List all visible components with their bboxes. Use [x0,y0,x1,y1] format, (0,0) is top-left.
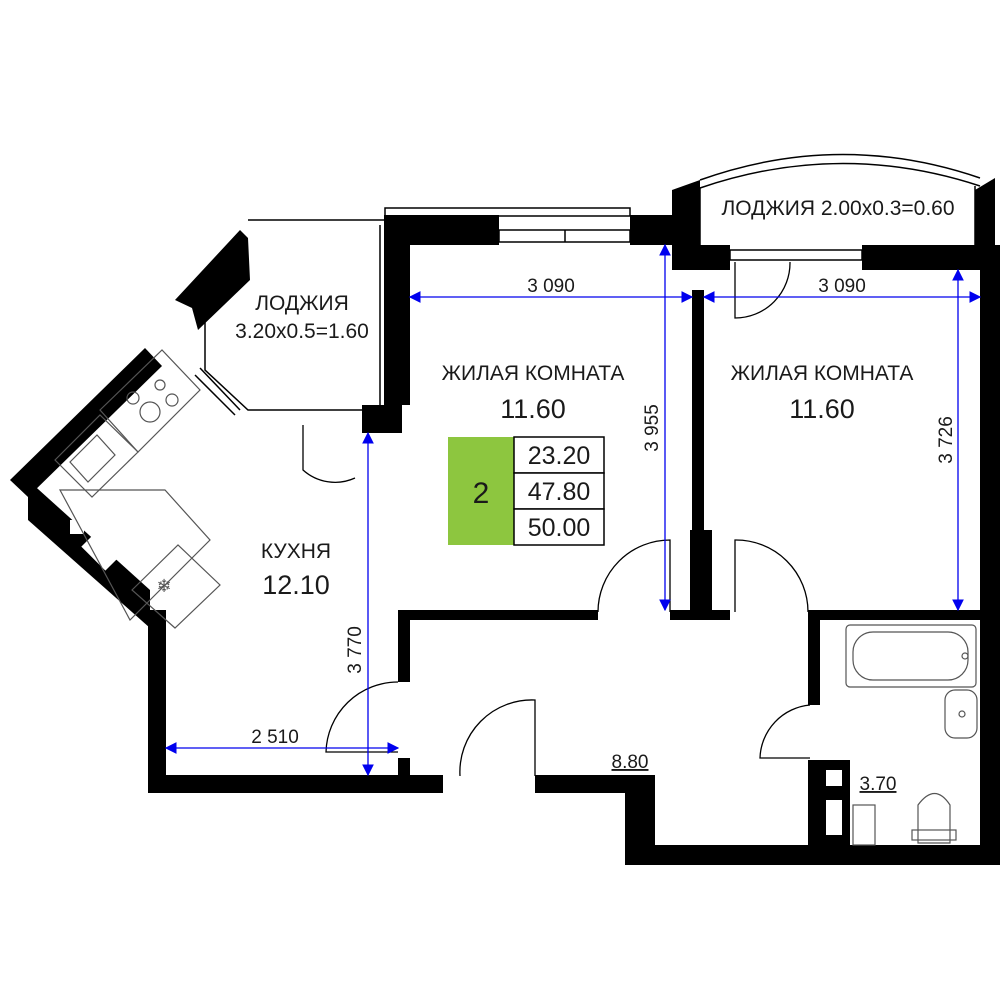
windows [194,153,981,416]
bathroom-left-wall-lower [808,760,820,860]
loggia-left-outer-wall [175,230,250,330]
bathroom-top-wall [808,610,983,620]
shaft-opening [70,520,84,534]
loggia-top-door [734,261,791,319]
bathroom-area: 3.70 [860,774,897,795]
living-partition [692,290,704,530]
room-labels: ЛОДЖИЯ 3.20х0.5=1.60 ЛОДЖИЯ 2.00х0.3=0.6… [235,197,954,795]
counter [58,489,211,621]
kitchen-area: 12.10 [262,570,330,600]
living2-top-wall-left [700,245,730,270]
bottom-outer-wall [625,845,1000,865]
loggia-door [302,425,356,483]
loggia-top-left-wall [672,180,700,270]
living1-title: ЖИЛАЯ КОМНАТА [442,362,625,385]
sink [54,414,139,498]
bathroom-fixtures [845,624,978,846]
living2-width-label: 3 090 [818,276,866,297]
loggia-left-formula: 3.20х0.5=1.60 [235,320,369,343]
living2-area: 11.60 [789,394,855,424]
living2-title: ЖИЛАЯ КОМНАТА [731,362,914,385]
living-bottom-stub [670,610,730,620]
kitchen-width-label: 2 510 [251,727,299,748]
bathtub [845,624,977,688]
loggia-left-title: ЛОДЖИЯ [255,292,349,315]
riser [852,804,876,846]
kitchen-bottom-wall [148,775,443,793]
top-loggia-glazing [699,153,981,181]
shaft-opening [81,535,117,571]
rooms-count-badge [448,437,514,545]
kitchen-living-partition [384,215,410,405]
partition-stub [362,405,402,433]
snowflake-icon: ❄ [156,576,171,597]
entrance-door [459,699,536,777]
kitchen-left-wall [148,610,166,792]
living2-door [734,539,809,613]
dimension-lines [164,243,982,777]
bathroom-door [759,704,811,759]
rooms-count: 2 [473,477,490,510]
living1-top-wall-left [384,215,499,245]
kitchen-depth-label: 3 770 [345,626,366,674]
kitchen-fixtures: ❄ [54,349,221,629]
washbasin [944,689,978,739]
hall-area: 8.80 [612,752,649,773]
hall-bottom-wall [535,775,640,793]
total-with-loggias-value: 50.00 [528,514,591,542]
stove-burner [139,401,161,423]
living1-area: 11.60 [500,394,566,424]
bathroom-left-wall [808,610,820,705]
shaft-opening [826,800,842,835]
living2-top-wall-right [862,245,982,270]
area-summary-box: 2 23.20 47.80 50.00 [448,436,605,546]
left-loggia-outline [204,225,381,411]
kitchen-diagonal-wall [10,348,162,497]
living-partition-lower [690,530,712,620]
kitchen-partition-lower [398,612,410,682]
kitchen-door [325,681,399,753]
kitchen-window [199,367,241,411]
dimension-labels: 3 090 3 090 3 955 3 726 3 770 2 510 [251,276,957,748]
loggia-top-label: ЛОДЖИЯ 2.00х0.3=0.60 [721,197,954,220]
living1-bottom-wall [398,610,598,620]
total-area-value: 47.80 [528,478,591,506]
stove [99,349,201,453]
living-area-value: 23.20 [528,442,591,470]
living1-door [597,539,671,613]
toilet [917,792,951,844]
right-outer-wall [980,245,1000,865]
living2-window [729,249,863,261]
fridge [131,544,221,629]
loggia-top-parapet [384,207,631,217]
living2-depth-label: 3 726 [936,416,957,464]
shaft-opening [826,770,842,786]
living1-width-label: 3 090 [527,276,575,297]
kitchen-title: КУХНЯ [261,540,331,563]
kitchen-door-jamb [398,758,410,780]
loggia-top-right-wall [975,178,995,250]
living1-depth-label: 3 955 [642,404,663,452]
